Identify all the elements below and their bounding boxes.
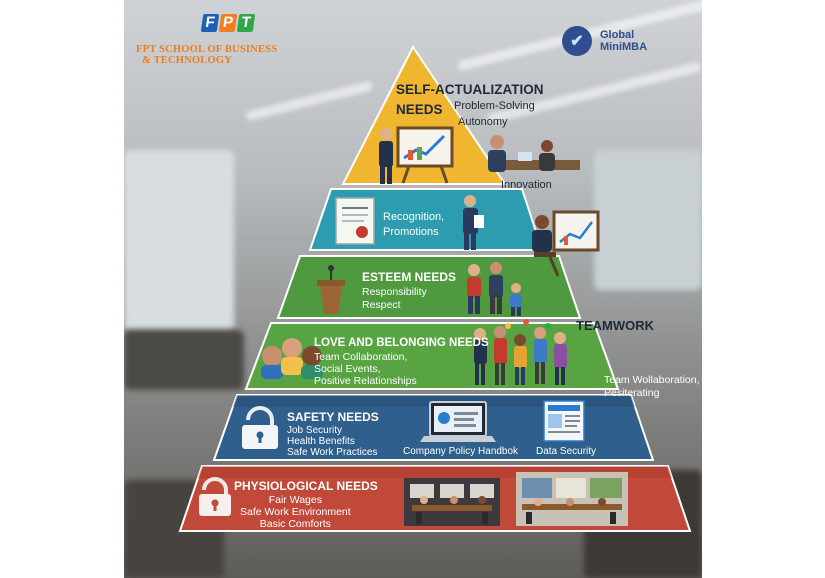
document-icon bbox=[543, 400, 585, 442]
certificate-icon bbox=[335, 197, 375, 245]
innovation-label: Innovation bbox=[501, 179, 552, 191]
team-icon bbox=[467, 262, 522, 316]
businessman-icon bbox=[463, 195, 484, 250]
safety-title: SAFETY NEEDS bbox=[287, 410, 379, 424]
physiological-items: Fair Wages Safe Work Environment Basic C… bbox=[240, 494, 351, 530]
mini-logo-line1: Global bbox=[600, 29, 635, 41]
pyramid bbox=[178, 45, 692, 532]
poster: F P T FPT SCHOOL OF BUSINESS & TECHNOLOG… bbox=[124, 0, 702, 578]
laptop-icon bbox=[420, 401, 496, 442]
team-celebration-icon bbox=[474, 319, 567, 385]
padlock-icon bbox=[242, 406, 278, 449]
global-minimba-logo: ✔ Global MiniMBA bbox=[562, 26, 647, 56]
policy-handbook-label: Company Policy Handbok bbox=[403, 446, 519, 457]
podium-icon bbox=[317, 265, 345, 314]
physiological-title: PHYSIOLOGICAL NEEDS bbox=[234, 479, 378, 493]
checkmark-globe-icon: ✔ bbox=[562, 26, 592, 56]
office-icon-2 bbox=[516, 472, 628, 526]
padlock-icon-2 bbox=[199, 477, 231, 516]
fpt-logo: F P T FPT SCHOOL OF BUSINESS & TECHNOLOG… bbox=[136, 14, 306, 66]
chart-presenter-icon bbox=[532, 210, 600, 277]
teamwork-label: TEAMWORK bbox=[576, 318, 654, 333]
mini-logo-line2: MiniMBA bbox=[600, 41, 648, 53]
self-actualization-items: Problem-Solving Autonomy bbox=[454, 100, 535, 128]
people-faces-icon bbox=[261, 338, 323, 379]
safety-items: Job Security Health Benefits Safe Work P… bbox=[287, 425, 378, 458]
esteem-items: Responsibility Respect bbox=[362, 286, 427, 311]
love-belonging-title: LOVE AND BELONGING NEEDS bbox=[314, 337, 489, 349]
meeting-icon bbox=[488, 135, 580, 172]
data-security-label: Data Security bbox=[536, 446, 597, 457]
love-belonging-items: Team Collaboration, Social Events, Posit… bbox=[314, 351, 417, 387]
tier-esteem bbox=[276, 255, 582, 319]
presentation-board-icon bbox=[379, 126, 454, 184]
self-actualization-title: SELF-ACTUALIZATION NEEDS bbox=[396, 82, 544, 117]
teamwork-side-lines: Team Wollaboration, Pesiterating bbox=[604, 374, 700, 399]
office-icon bbox=[404, 478, 500, 526]
fpt-school-name: FPT SCHOOL OF BUSINESS & TECHNOLOGY bbox=[136, 44, 278, 66]
esteem-title: ESTEEM NEEDS bbox=[362, 270, 457, 284]
recognition-items: Recognition, Promotions bbox=[383, 211, 445, 238]
